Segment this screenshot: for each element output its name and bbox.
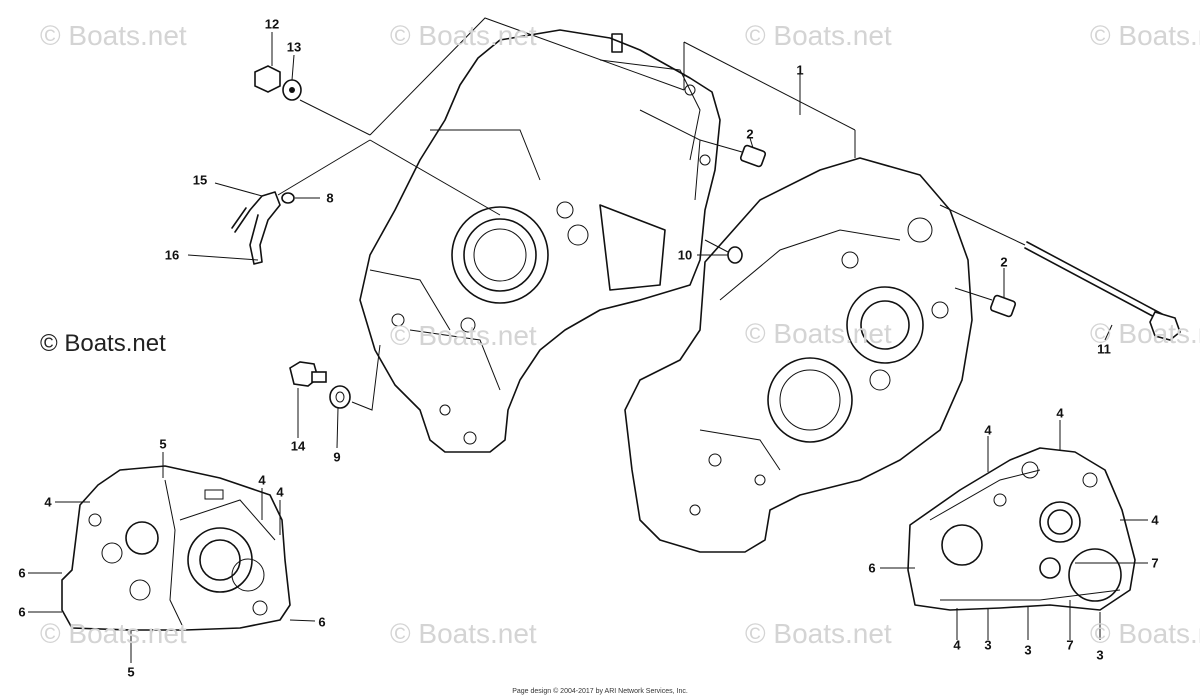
callout-14: 14 xyxy=(290,438,306,454)
callout-6-left-b: 6 xyxy=(18,604,26,620)
watermark-mid-right: © Boats.net xyxy=(1090,318,1200,349)
o-ring-8 xyxy=(281,192,295,204)
watermark-bottom-left: © Boats.net xyxy=(40,618,187,649)
boats-net-logo-text: © Boats.net xyxy=(40,330,166,357)
callout-6-right: 6 xyxy=(868,560,876,576)
right-crankcase-half xyxy=(624,157,973,553)
long-bolt-11 xyxy=(939,204,1181,341)
copyright-credit: Page design © 2004-2017 by ARI Network S… xyxy=(512,688,688,695)
watermark-mid-center: © Boats.net xyxy=(390,320,537,351)
right-crankcase-gasket xyxy=(907,447,1136,611)
callout-7-a: 7 xyxy=(1151,555,1159,571)
watermark-mid-right-mid: © Boats.net xyxy=(745,318,892,349)
watermark-top-left: © Boats.net xyxy=(40,20,187,51)
watermark-top-center: © Boats.net xyxy=(390,20,537,51)
watermark-bottom-center: © Boats.net xyxy=(390,618,537,649)
callout-3-c: 3 xyxy=(1096,647,1104,663)
bolt-12 xyxy=(254,65,281,93)
dowel-pin-upper xyxy=(699,139,767,168)
callout-15: 15 xyxy=(192,172,208,188)
callout-4-right-d: 4 xyxy=(953,637,961,653)
callout-8: 8 xyxy=(326,190,334,206)
callout-4-right-a: 4 xyxy=(984,422,992,438)
drain-bolt-14 xyxy=(289,361,327,387)
leader-lines xyxy=(28,32,1148,663)
callout-11: 11 xyxy=(1097,341,1111,357)
dowel-pin-right xyxy=(954,287,1017,318)
callout-3-a: 3 xyxy=(984,637,992,653)
callout-4-left-a: 4 xyxy=(44,494,52,510)
callout-4-right-c: 4 xyxy=(1151,512,1159,528)
watermark-bottom-right-mid: © Boats.net xyxy=(745,618,892,649)
callout-6-left-c: 6 xyxy=(318,614,326,630)
callout-5-lower: 5 xyxy=(127,664,135,680)
callout-12: 12 xyxy=(264,16,280,32)
callout-13: 13 xyxy=(286,39,302,55)
watermark-top-right: © Boats.net xyxy=(1090,20,1200,51)
watermark-top-right-mid: © Boats.net xyxy=(745,20,892,51)
callout-6-left-a: 6 xyxy=(18,565,26,581)
watermark-bottom-right: © Boats.net xyxy=(1090,618,1200,649)
item-1-bracket xyxy=(369,17,856,158)
callout-10: 10 xyxy=(677,247,693,263)
washer-9 xyxy=(329,344,381,411)
callout-7-b: 7 xyxy=(1066,637,1074,653)
callout-5-upper: 5 xyxy=(159,436,167,452)
callout-3-b: 3 xyxy=(1024,642,1032,658)
callout-4-left-c: 4 xyxy=(276,484,284,500)
left-crankcase-half xyxy=(359,29,721,453)
left-crankcase-gasket xyxy=(61,465,291,631)
callout-4-right-b: 4 xyxy=(1056,405,1064,421)
washer-13 xyxy=(282,79,371,136)
callout-2-upper: 2 xyxy=(746,126,754,142)
callout-4-left-b: 4 xyxy=(258,472,266,488)
callout-1: 1 xyxy=(796,62,804,78)
callout-2-right: 2 xyxy=(1000,254,1008,270)
callout-9: 9 xyxy=(333,449,341,465)
breather-fitting-15 xyxy=(231,139,501,265)
o-ring-10 xyxy=(704,239,743,264)
callout-16: 16 xyxy=(164,247,180,263)
